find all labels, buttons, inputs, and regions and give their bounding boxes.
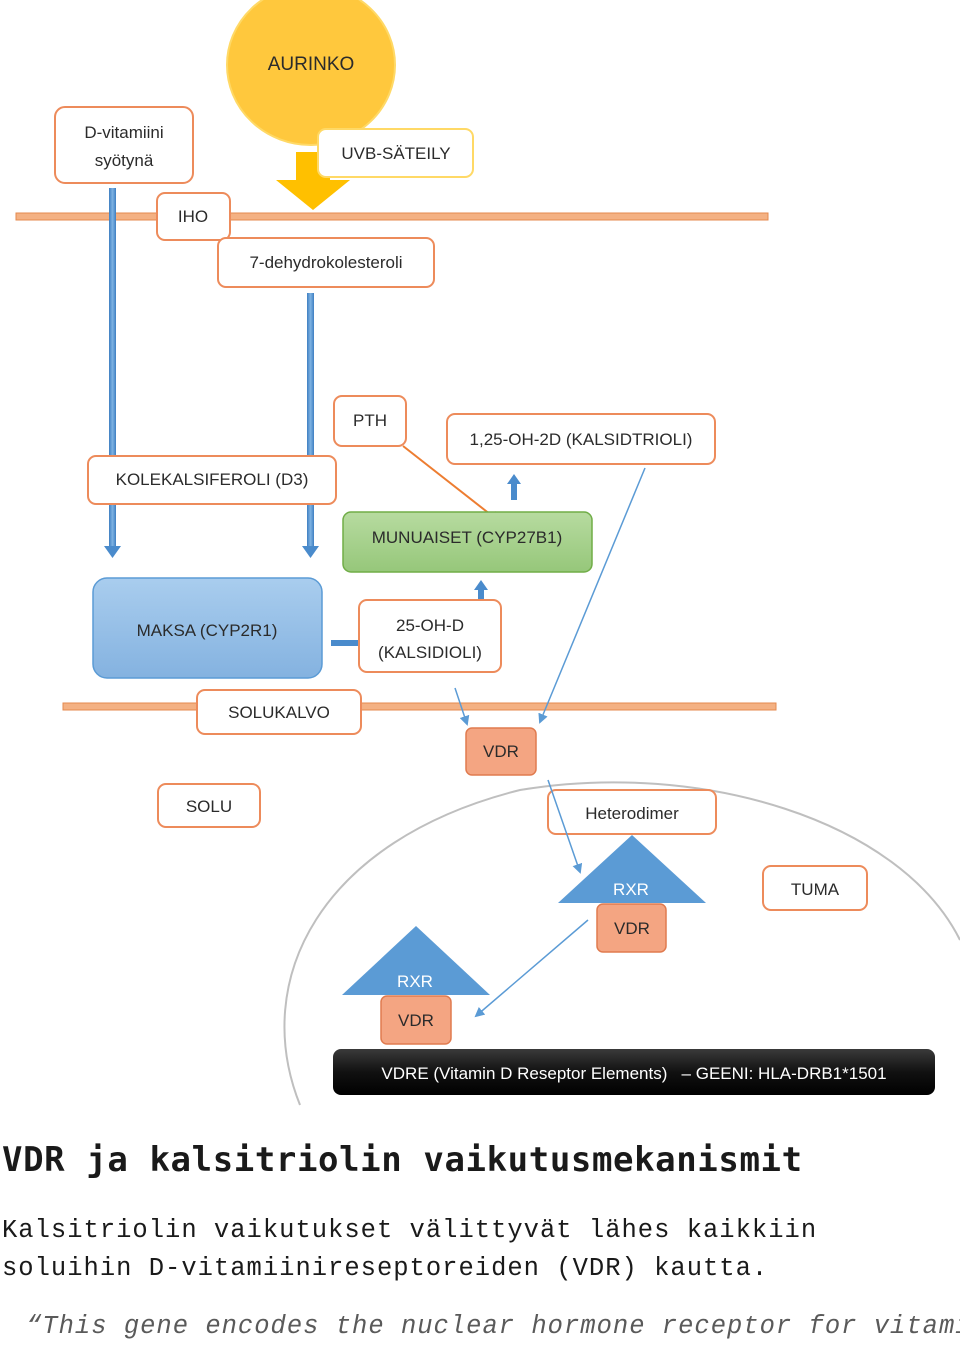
nucleus-label: TUMA (791, 880, 840, 899)
rxr-triangle-upper (558, 835, 706, 903)
pth-box (333, 395, 407, 447)
cell-membrane-label: SOLUKALVO (228, 703, 330, 722)
dietary-arrow-icon (104, 546, 121, 558)
pth-label: PTH (353, 411, 387, 430)
cholecalciferol-box (87, 455, 337, 505)
dietary-label-line1: D-vitamiini (84, 123, 163, 142)
vdre-label: VDRE (Vitamin D Reseptor Elements) – GEE… (381, 1064, 886, 1083)
skin-box (156, 192, 231, 241)
kidney-box (342, 511, 593, 573)
cholecalciferol-label: KOLEKALSIFEROLI (D3) (116, 470, 309, 489)
calcidiol-up-arrow-icon (474, 580, 488, 606)
rxr-label-upper: RXR (613, 880, 649, 899)
calcidiol-to-vdr-arrow (454, 687, 470, 726)
calcitriol-to-vdr-arrow (538, 467, 646, 724)
dietary-arrow-shaft (109, 188, 116, 546)
uvb-box (317, 128, 474, 178)
uvb-arrow-icon (276, 152, 350, 210)
liver-box (92, 577, 323, 679)
dietary-label-line2: syötynä (95, 151, 154, 170)
nucleus-outline (283, 781, 960, 1106)
skin-membrane (15, 212, 769, 221)
heterodimer-to-dna-arrow (474, 919, 589, 1018)
calcitriol-box (446, 413, 716, 465)
liver-label: MAKSA (CYP2R1) (137, 621, 278, 640)
skin-arrow-shaft (307, 293, 314, 546)
cell-box (157, 783, 261, 828)
sun-circle (226, 0, 396, 146)
dehydro-box (217, 237, 435, 288)
calcitriol-label: 1,25-OH-2D (KALSIDTRIOLI) (470, 430, 693, 449)
kidney-label: MUNUAISET (CYP27B1) (372, 528, 563, 547)
heterodimer-label: Heterodimer (585, 804, 679, 823)
article-paragraph: Kalsitriolin vaikutukset välittyvät lähe… (2, 1216, 818, 1283)
calcidiol-box (358, 599, 502, 673)
vdre-bar (333, 1049, 935, 1095)
calcidiol-label-line1: 25-OH-D (396, 616, 464, 635)
vdr-label-lower: VDR (398, 1011, 434, 1030)
skin-arrow-icon (302, 546, 319, 558)
article-quote: “This gene encodes the nuclear hormone r… (26, 1312, 960, 1341)
cell-membrane-box (196, 689, 362, 735)
uvb-label: UVB-SÄTEILY (341, 144, 450, 163)
dehydro-label: 7-dehydrokolesteroli (249, 253, 402, 272)
rxr-label-lower: RXR (397, 972, 433, 991)
cell-label: SOLU (186, 797, 232, 816)
skin-label: IHO (178, 207, 208, 226)
vdr-box (465, 727, 537, 776)
sun-label: AURINKO (268, 54, 355, 75)
vdr-box-lower (380, 995, 452, 1045)
kidney-up-arrow-icon (507, 474, 521, 500)
liver-arrow-shaft (331, 640, 361, 646)
vdr-to-heterodimer-arrow (547, 779, 583, 874)
dietary-box (54, 106, 194, 184)
nucleus-box (762, 865, 868, 911)
vdr-label-upper: VDR (614, 919, 650, 938)
heterodimer-box (547, 789, 717, 835)
pth-arrow (402, 445, 502, 524)
vitamin-d-pathway-diagram: AURINKO UVB-SÄTEILY D-vitamiini syötynä … (15, 0, 960, 1106)
article-heading: VDR ja kalsitriolin vaikutusmekanismit (2, 1140, 803, 1180)
vdr-label: VDR (483, 742, 519, 761)
calcidiol-label-line2: (KALSIDIOLI) (378, 643, 482, 662)
vdr-box-upper (596, 903, 667, 953)
cell-membrane (62, 702, 777, 711)
rxr-triangle-lower (342, 926, 490, 995)
